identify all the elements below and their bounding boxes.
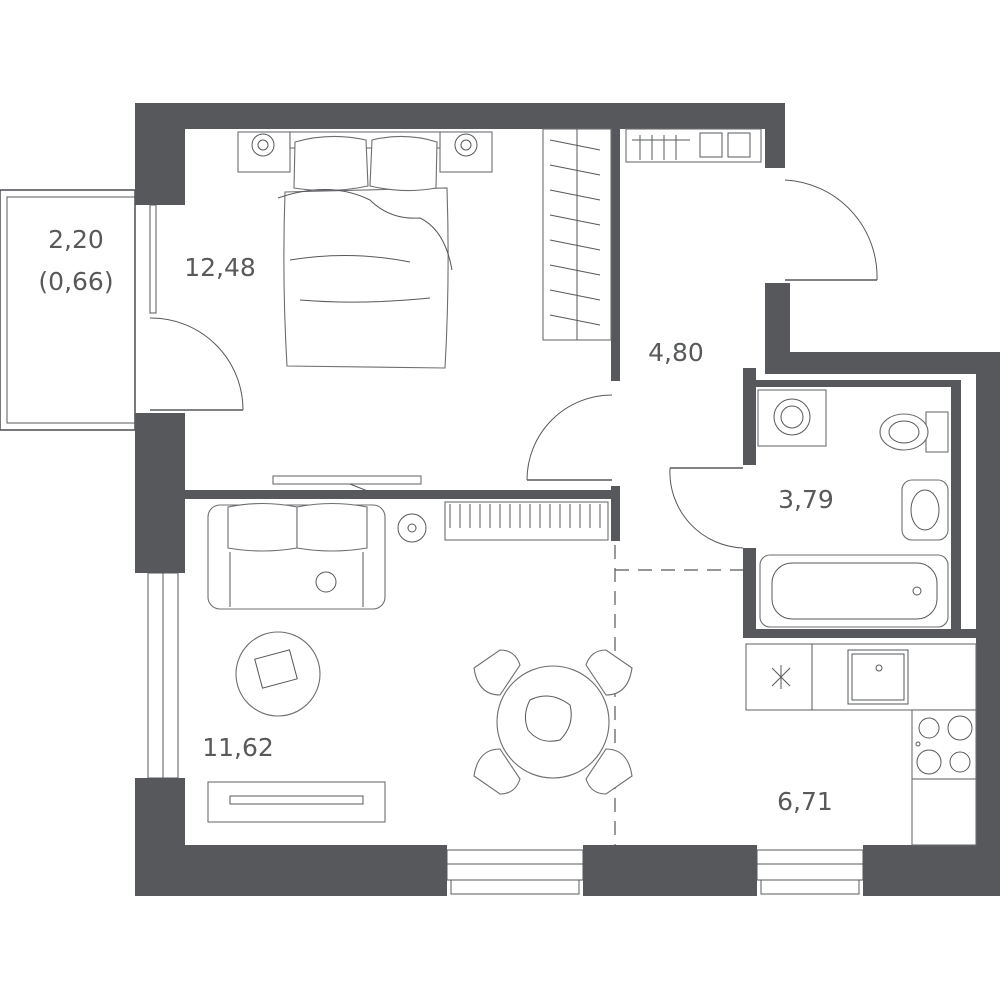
hallway-furniture xyxy=(625,128,762,163)
windows xyxy=(147,204,864,895)
bathroom-fixtures xyxy=(757,389,949,628)
zone-dividers xyxy=(614,545,743,845)
balcony xyxy=(0,189,136,431)
walls xyxy=(135,103,1000,896)
living-room-furniture xyxy=(207,501,633,823)
kitchen-area-label: 6,71 xyxy=(777,787,833,816)
balcony-reduced-area-label: (0,66) xyxy=(38,267,113,296)
area-labels: 2,20 (0,66) 12,48 4,80 3,79 11,62 6,71 xyxy=(38,225,833,816)
bedroom-area-label: 12,48 xyxy=(184,253,256,282)
hallway-area-label: 4,80 xyxy=(648,338,704,367)
balcony-area-label: 2,20 xyxy=(48,225,104,254)
bathroom-area-label: 3,79 xyxy=(778,485,834,514)
doors xyxy=(149,179,878,549)
living-room-area-label: 11,62 xyxy=(202,733,274,762)
bedroom-furniture xyxy=(237,128,612,493)
kitchen-furniture xyxy=(745,643,977,846)
